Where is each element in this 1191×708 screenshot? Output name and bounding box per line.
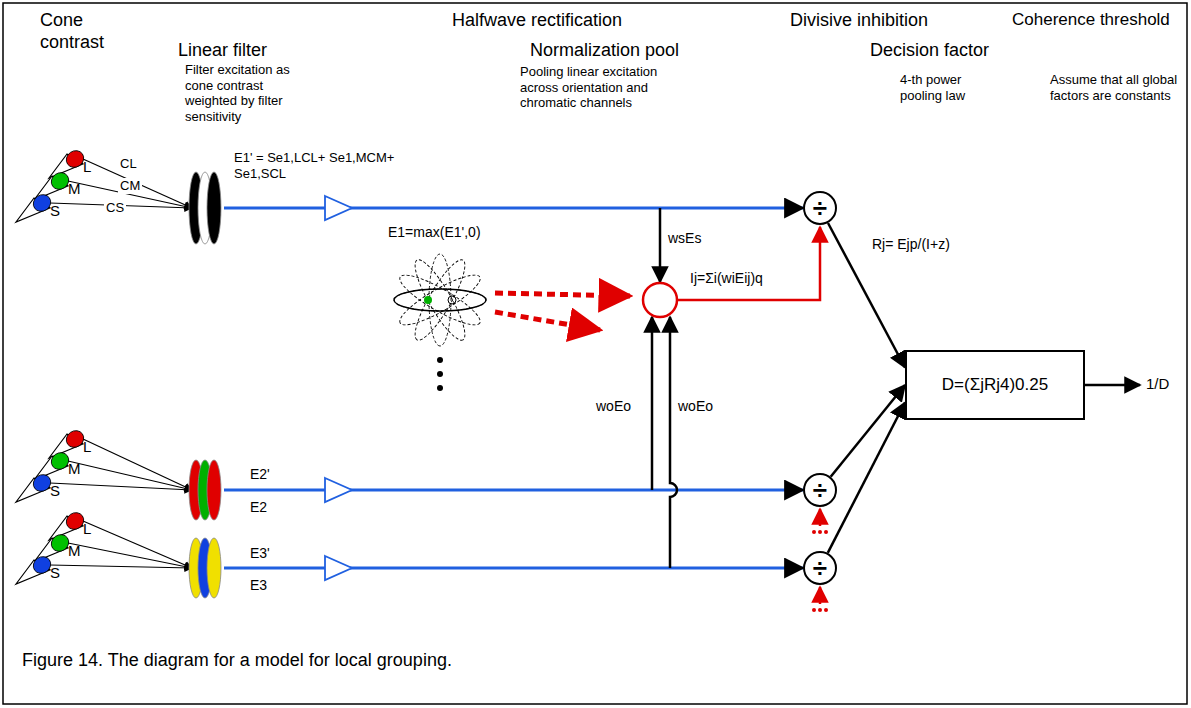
continuation-dot	[812, 608, 816, 612]
excitation-label: E2	[250, 499, 267, 516]
rectifier-triangle	[325, 556, 352, 580]
cone-receptor: L	[45, 150, 95, 180]
cone-letter: L	[83, 438, 91, 455]
division-circle: ÷	[803, 473, 837, 507]
cone-contrast: CS	[104, 200, 126, 216]
cone-letter: S	[50, 202, 60, 219]
filter-lobe	[207, 538, 221, 598]
inhibition-line	[819, 509, 822, 526]
continuation-dot	[437, 371, 443, 377]
chromatic-dot	[424, 296, 432, 304]
cone-letter: L	[83, 158, 91, 175]
continuation-dot	[818, 608, 822, 612]
output-arrow	[1085, 384, 1140, 387]
division-sign: ÷	[803, 191, 837, 225]
cone-letter: M	[68, 460, 81, 477]
rectification-formula: E1=max(E1',0)	[388, 224, 481, 241]
continuation-dot	[824, 530, 828, 534]
division-circle: ÷	[803, 551, 837, 585]
pool-feed	[670, 317, 677, 568]
channel-line	[224, 207, 803, 210]
continuation-dot	[824, 608, 828, 612]
weight-label: woEo	[596, 398, 631, 415]
stage-note: Assume that all global factors are const…	[1050, 72, 1178, 103]
excitation-label: E2'	[250, 466, 270, 483]
filter-equation: E1' = Se1,LCL+ Se1,MCM+ Se1,SCL	[232, 150, 426, 181]
cone-wire	[68, 461, 192, 490]
cone-wire	[68, 543, 192, 568]
orientation-filter	[394, 289, 486, 311]
cone-receptor: S	[12, 556, 62, 586]
cone-wire	[50, 565, 192, 568]
stage-heading: Linear filter	[178, 40, 267, 62]
stage-heading: Halfwave rectification	[452, 10, 622, 32]
cone-contrast: CM	[118, 178, 142, 194]
signal-arrow	[828, 403, 905, 553]
weight-label: woEo	[678, 398, 713, 415]
cone-receptor: S	[12, 194, 62, 224]
stage-note: Filter excitation as cone contrast weigh…	[185, 62, 317, 124]
cone-letter: S	[50, 482, 60, 499]
rectifier-triangle	[325, 478, 352, 502]
continuation-dot	[812, 530, 816, 534]
pooling-arrow	[495, 312, 600, 330]
pool-feed	[659, 208, 662, 282]
signal-arrow	[831, 385, 905, 477]
response-formula: Rj= Ejp/(I+z)	[872, 236, 950, 253]
orientation-filter	[407, 255, 472, 346]
weight-label: wsEs	[668, 230, 701, 247]
chromatic-dot	[448, 296, 456, 304]
pool-formula: Ij=Σi(wiEij)q	[690, 270, 763, 287]
cone-letter: M	[68, 180, 81, 197]
output-label: 1/D	[1146, 375, 1169, 393]
stage-heading: Normalization pool	[530, 40, 679, 62]
orientation-filter	[395, 267, 486, 332]
stage-heading: Coherence threshold	[1012, 10, 1170, 30]
decision-formula: D=(ΣjRj4)0.25	[942, 375, 1048, 395]
cone-contrast: CL	[118, 156, 139, 172]
excitation-label: E3'	[250, 545, 270, 562]
cone-letter: M	[68, 542, 81, 559]
continuation-dot	[437, 357, 443, 363]
excitation-label: E3	[250, 577, 267, 594]
stage-note: 4-th power pooling law	[900, 72, 992, 103]
inhibition-line	[819, 587, 822, 604]
cone-wire	[83, 439, 192, 490]
filter-lobe	[207, 460, 221, 520]
channel-line	[224, 567, 803, 570]
decision-box: D=(ΣjRj4)0.25	[905, 350, 1085, 420]
cone-letter: S	[50, 564, 60, 581]
orientation-filter	[395, 267, 486, 332]
stage-heading: Cone contrast	[40, 10, 130, 53]
orientation-filter	[407, 255, 472, 346]
stage-heading: Divisive inhibition	[790, 10, 928, 32]
cone-receptor: L	[45, 512, 95, 542]
division-sign: ÷	[803, 473, 837, 507]
stage-note: Pooling linear excitation across orienta…	[520, 64, 670, 111]
continuation-dot	[437, 385, 443, 391]
filter-lobe	[207, 172, 221, 244]
cone-receptor: S	[12, 474, 62, 504]
rectifier-triangle	[325, 196, 352, 220]
normalization-pool	[643, 283, 677, 317]
division-circle: ÷	[803, 191, 837, 225]
cone-wire	[50, 483, 192, 490]
stage-heading: Decision factor	[870, 40, 989, 62]
figure-frame	[3, 3, 1187, 704]
channel-line	[224, 489, 803, 492]
figure-caption: Figure 14. The diagram for a model for l…	[22, 650, 452, 672]
continuation-dot	[818, 530, 822, 534]
cone-letter: L	[83, 520, 91, 537]
pooling-arrow	[495, 293, 630, 296]
orientation-filter	[394, 289, 486, 311]
pool-feed	[651, 317, 654, 490]
division-sign: ÷	[803, 551, 837, 585]
cone-receptor: L	[45, 430, 95, 460]
cone-wire	[83, 521, 192, 568]
